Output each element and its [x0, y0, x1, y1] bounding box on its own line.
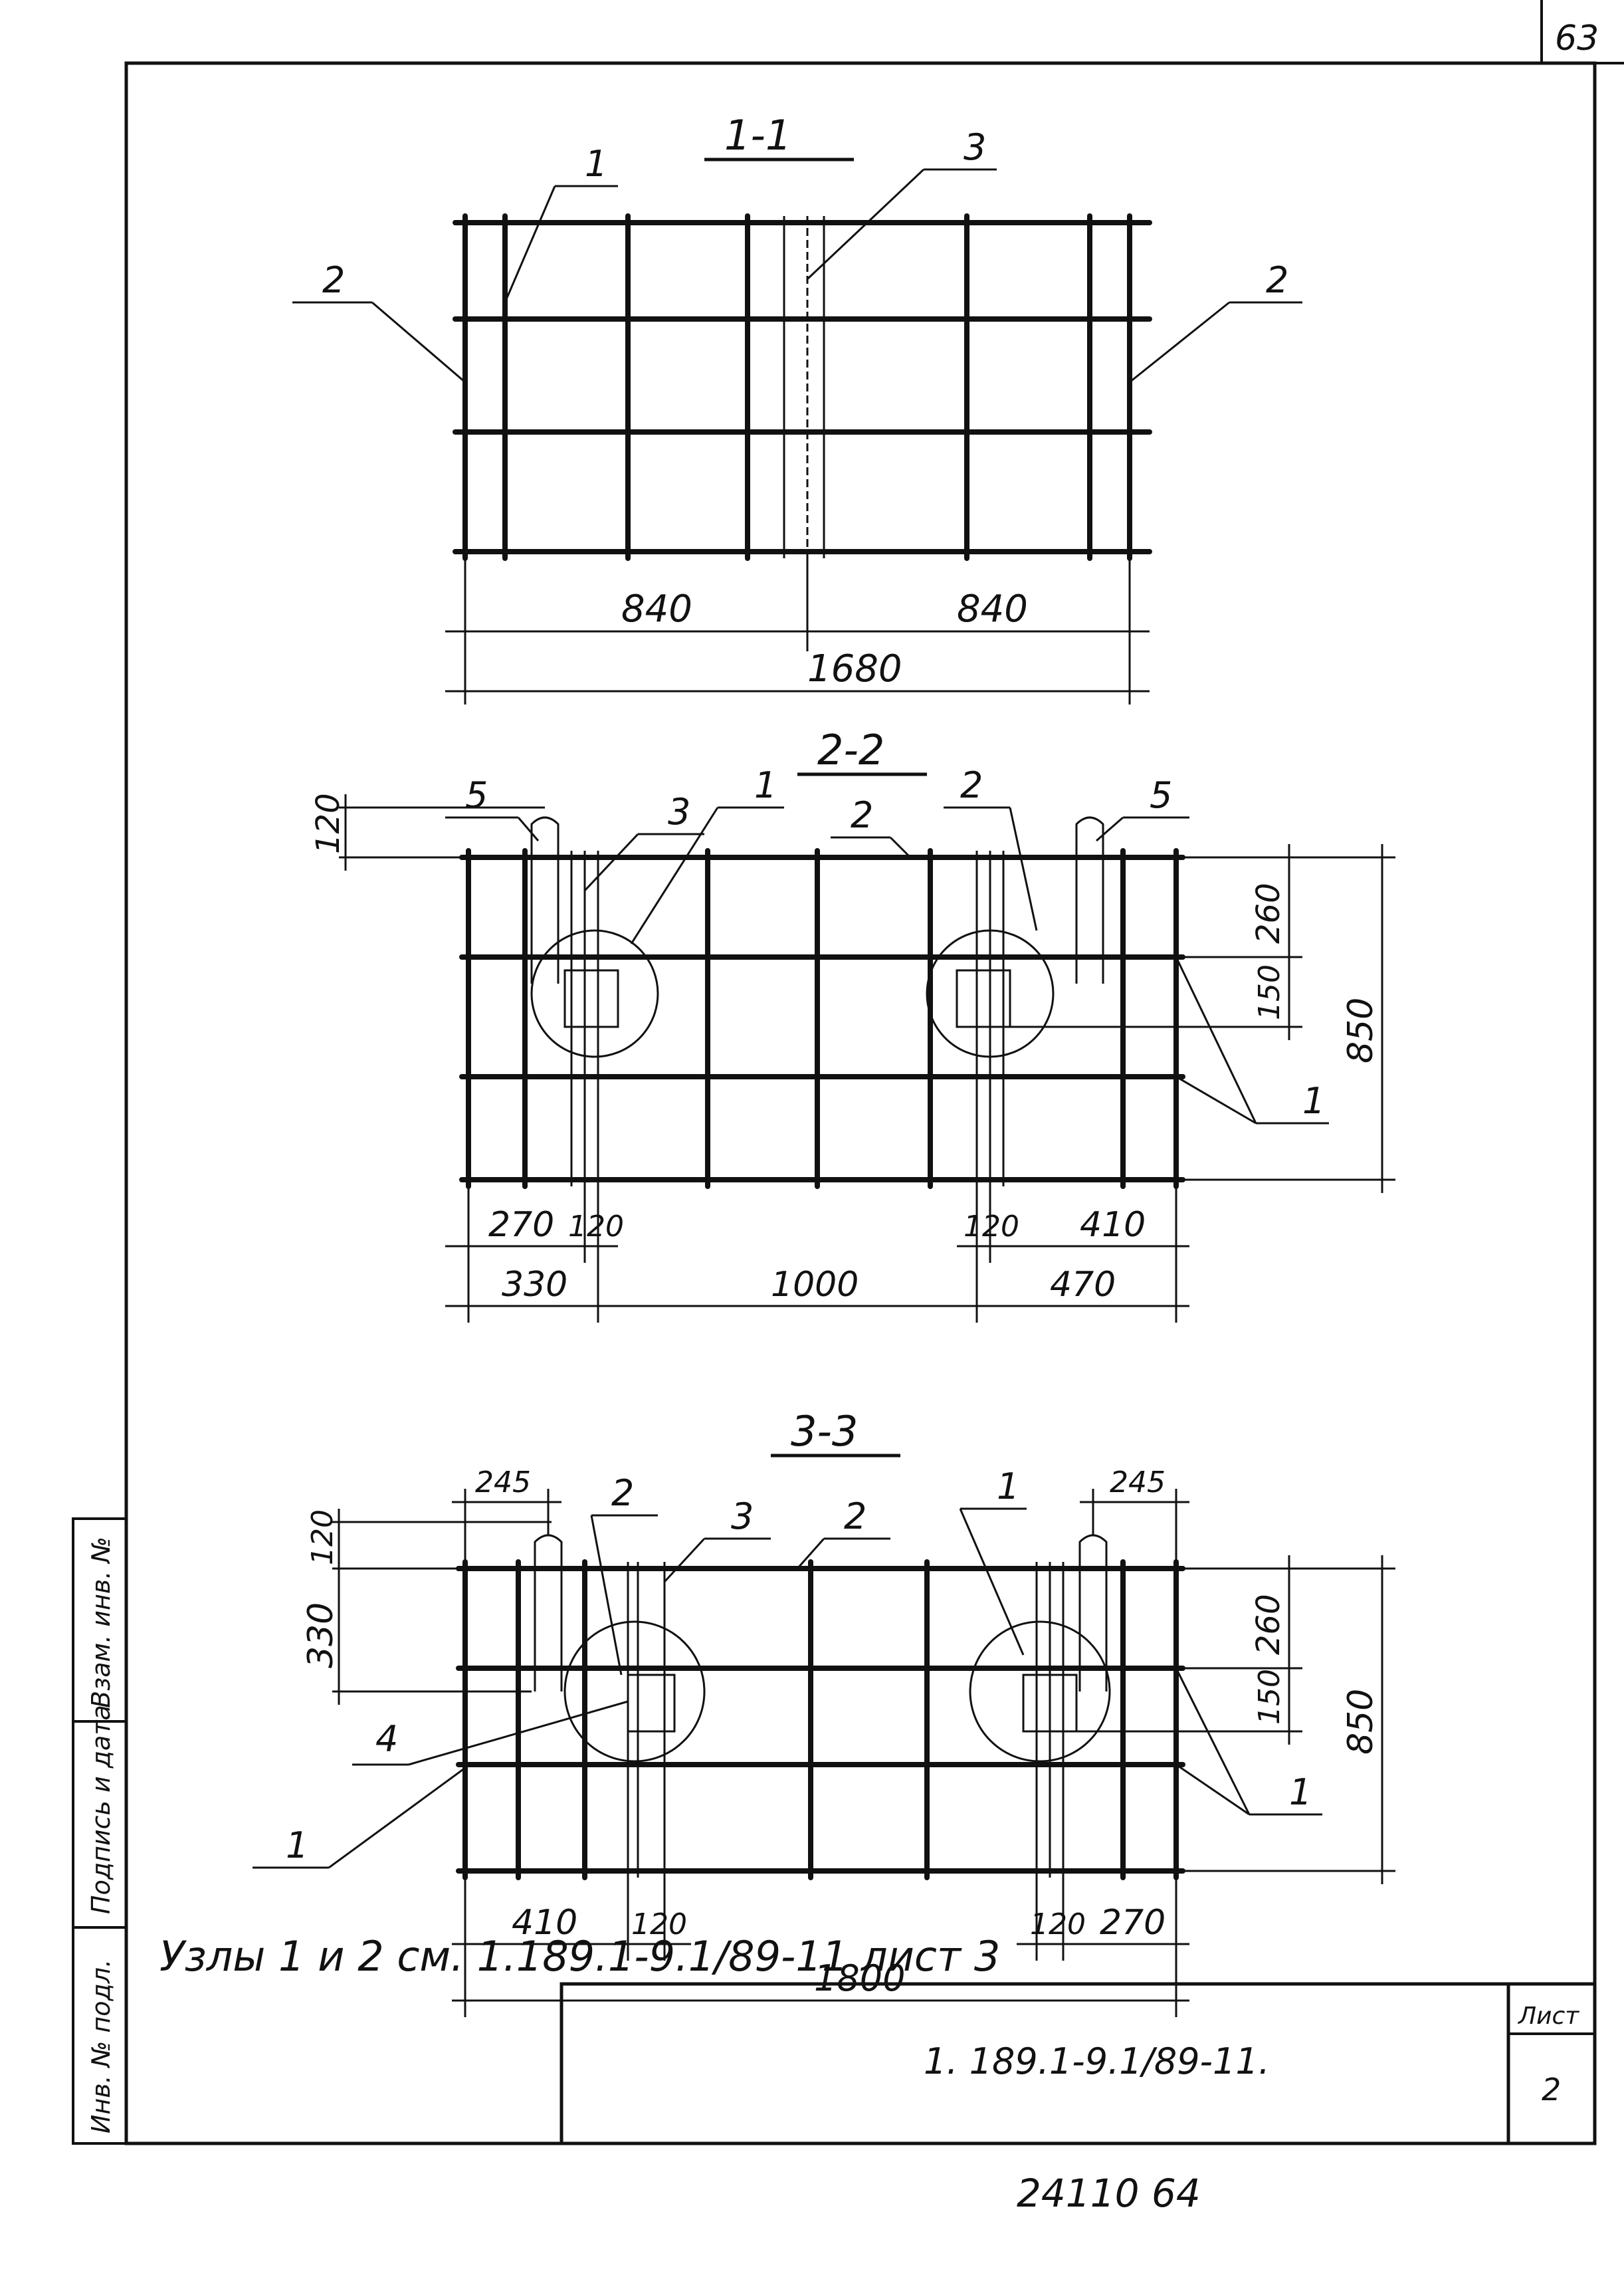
- callout-3: 3: [731, 1495, 754, 1537]
- dim-120-right: 120: [1030, 1907, 1086, 1941]
- callout-2-right: 2: [1266, 259, 1288, 301]
- callout-5-left: 5: [465, 774, 488, 816]
- section-2-2: 2-2 5 5 3: [310, 726, 1395, 1323]
- stamp-field-replaced: Взам. инв. №: [86, 1537, 116, 1708]
- section-3-3: 3-3 2 3 2: [253, 1407, 1395, 2017]
- callout-3: 3: [964, 126, 986, 168]
- stamp-field-inventory: Инв. № подл.: [86, 1959, 116, 2133]
- dim-470: 470: [1050, 1265, 1116, 1305]
- dim-245-right: 245: [1110, 1466, 1166, 1499]
- callout-2: 2: [851, 794, 873, 836]
- section-title-2-2: 2-2: [817, 726, 884, 774]
- dim-150: 150: [1253, 1669, 1286, 1725]
- nodes-note: Узлы 1 и 2 см. 1.189.1-9.1/89-11 лист 3: [159, 1932, 1000, 1981]
- dim-270: 270: [488, 1205, 554, 1245]
- drawing-frame: [124, 61, 1597, 2145]
- dim-120: 120: [306, 1509, 340, 1565]
- callout-1-node: 1: [997, 1466, 1019, 1507]
- title-block: Лист 2 1. 189.1-9.1/89-11.: [559, 1982, 1597, 2145]
- callout-2-left: 2: [611, 1472, 634, 1514]
- callout-4: 4: [375, 1718, 398, 1760]
- section-1-1: 1-1 1 2 2 3 840: [292, 111, 1302, 705]
- section-title-3-3: 3-3: [791, 1407, 858, 1456]
- dim-260: 260: [1250, 883, 1287, 944]
- inventory-footer: 24110 64: [1017, 2171, 1201, 2216]
- dim-840-right: 840: [957, 588, 1028, 631]
- page-number: 63: [1555, 19, 1599, 58]
- dim-840-left: 840: [621, 588, 692, 631]
- dim-260: 260: [1250, 1594, 1287, 1655]
- dim-120-right: 120: [964, 1210, 1019, 1244]
- callout-2-left: 2: [322, 259, 345, 301]
- callout-2: 2: [844, 1495, 866, 1537]
- dim-330: 330: [301, 1602, 341, 1668]
- dim-330: 330: [502, 1265, 567, 1305]
- callout-1-node: 1: [754, 764, 777, 806]
- callout-5-right: 5: [1150, 774, 1172, 816]
- callout-1-bars: 1: [1289, 1771, 1312, 1813]
- callout-1: 1: [585, 143, 607, 185]
- dim-245-left: 245: [475, 1466, 531, 1499]
- dim-850: 850: [1341, 998, 1381, 1063]
- section-title-1-1: 1-1: [724, 111, 791, 160]
- sheet-number: 2: [1542, 2072, 1561, 2108]
- dim-1800: 1800: [814, 1957, 905, 1999]
- dim-150: 150: [1253, 964, 1286, 1020]
- callout-1-bars: 1: [1302, 1080, 1325, 1122]
- dim-120-left: 120: [568, 1210, 624, 1244]
- dim-410: 410: [512, 1903, 577, 1943]
- stamp-field-signature: Подпись и дата: [86, 1705, 116, 1914]
- dim-850: 850: [1341, 1689, 1381, 1755]
- drawing-designation: 1. 189.1-9.1/89-11.: [924, 2040, 1270, 2082]
- dim-120-top: 120: [310, 793, 347, 854]
- dim-1000: 1000: [771, 1265, 859, 1305]
- callout-2-hook: 2: [960, 764, 983, 806]
- dim-410: 410: [1080, 1205, 1146, 1245]
- dim-1680: 1680: [807, 647, 902, 691]
- sheet-label: Лист: [1517, 2003, 1579, 2030]
- callout-1-bottom-left: 1: [286, 1824, 308, 1866]
- callout-3: 3: [668, 791, 690, 833]
- side-stamp: Инв. № подл. Подпись и дата Взам. инв. №: [72, 1517, 128, 2145]
- dim-120-left: 120: [631, 1907, 687, 1941]
- dim-270: 270: [1100, 1903, 1166, 1943]
